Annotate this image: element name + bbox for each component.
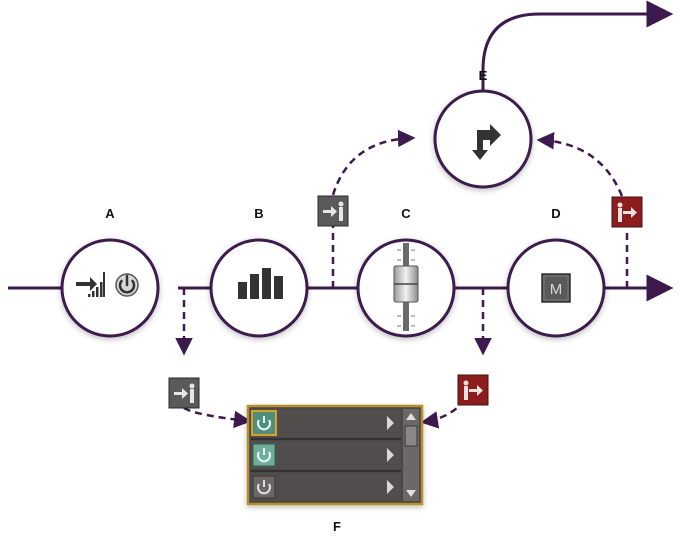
node-b-label: B (254, 206, 263, 221)
routing-arrow-icon (472, 124, 501, 160)
node-e-label: E (479, 68, 488, 83)
node-f-label: F (333, 519, 341, 534)
node-d[interactable]: M (506, 238, 606, 338)
node-d-label: D (551, 206, 560, 221)
eq-bars-icon (238, 268, 283, 299)
node-b[interactable] (209, 238, 309, 338)
scroll-down-icon[interactable] (406, 490, 416, 497)
scroll-thumb[interactable] (404, 425, 418, 447)
node-c[interactable] (356, 238, 456, 338)
send-icon[interactable] (168, 377, 200, 409)
scroll-up-icon[interactable] (406, 413, 416, 420)
effects-rack (246, 404, 424, 506)
node-a[interactable] (60, 238, 160, 338)
rack-slot-3[interactable] (251, 473, 401, 501)
rack-slot-1[interactable] (251, 409, 401, 437)
power-icon (257, 483, 271, 495)
return-icon[interactable] (611, 196, 643, 228)
power-icon (115, 273, 139, 297)
rack-scrollbar[interactable] (403, 409, 419, 501)
return-icon[interactable] (457, 374, 489, 406)
send-icon[interactable] (317, 195, 349, 227)
mute-button-text: M (550, 281, 563, 298)
mute-button-icon: M (541, 273, 571, 303)
power-icon (257, 419, 271, 431)
fader-icon (393, 243, 419, 331)
power-icon (257, 451, 271, 463)
node-c-label: C (401, 206, 411, 221)
input-level-icon (76, 272, 105, 297)
chevron-right-icon[interactable] (387, 416, 394, 430)
node-a-label: A (105, 206, 115, 221)
chevron-right-icon[interactable] (387, 448, 394, 462)
output-path-e (481, 0, 674, 90)
chevron-right-icon[interactable] (387, 480, 394, 494)
rack-slot-2[interactable] (251, 441, 401, 469)
node-e[interactable] (433, 89, 533, 189)
